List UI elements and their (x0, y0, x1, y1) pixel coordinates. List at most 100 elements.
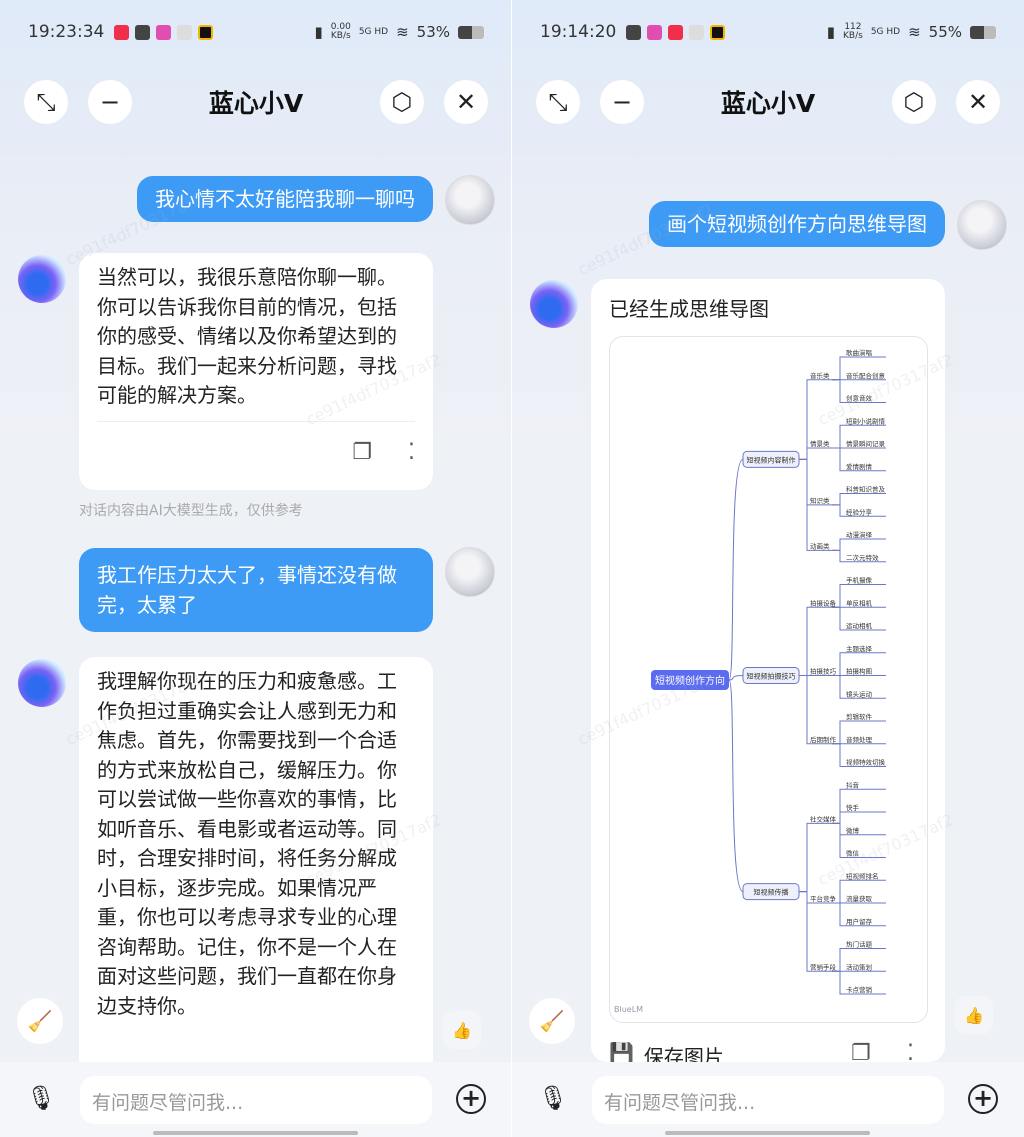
bot-heading: 已经生成思维导图 (609, 297, 769, 321)
close-button[interactable]: ✕ (956, 80, 1000, 124)
user-avatar[interactable] (445, 175, 495, 225)
user-avatar[interactable] (445, 547, 495, 597)
mindmap-leaf-label: 主题选择 (846, 644, 873, 653)
app-notification-icon (156, 24, 172, 40)
close-button[interactable]: ✕ (444, 80, 488, 124)
mindmap-connector (832, 743, 886, 767)
app-notification-icon (710, 24, 726, 40)
app-notification-icon (647, 24, 663, 40)
net-speed-value: 112 (844, 22, 862, 32)
mindmap-leaf-label: 热门话题 (846, 940, 873, 949)
shrink-button[interactable]: ⤡ (24, 80, 68, 124)
net-speed-unit: KB/s (843, 31, 863, 41)
user-message: 我心情不太好能陪我聊一聊吗 (137, 176, 433, 222)
mindmap-leaf-label: 流量获取 (846, 894, 873, 903)
net-speed-unit: KB/s (330, 31, 351, 41)
chat-input[interactable]: 有问题尽管问我... (592, 1076, 944, 1124)
mindmap-connector (832, 811, 886, 824)
mindmap-leaf-label: 爱情剧情 (846, 462, 873, 471)
mindmap-leaf-label: 音乐配合创意 (846, 371, 886, 380)
copy-icon[interactable]: ❐ (352, 439, 372, 465)
net-speed-value: 0.00 (330, 22, 351, 32)
microphone-icon[interactable]: 🎙 (538, 1084, 569, 1112)
add-button[interactable]: + (456, 1084, 486, 1114)
mindmap-category-label: 拍摄技巧 (810, 667, 837, 676)
mindmap-connector (832, 902, 886, 927)
app-notification-icon (114, 24, 130, 40)
settings-button[interactable]: ⬡ (380, 80, 424, 124)
message-actions: ❐ ⁚ (97, 420, 415, 483)
battery-icon (458, 25, 484, 39)
mindmap-leaf-label: 手机摄像 (846, 576, 873, 585)
mindmap-leaf-label: 单反相机 (846, 598, 873, 607)
bot-message: 当然可以，我很乐意陪你聊一聊。你可以告诉我你目前的情况，包括你的感受、情绪以及你… (97, 265, 397, 407)
save-image-button[interactable]: 💾保存图片 (609, 1041, 724, 1062)
more-icon[interactable]: ⁚ (408, 439, 415, 465)
mindmap-category-label: 营销手段 (810, 962, 837, 971)
microphone-icon[interactable]: 🎙 (26, 1084, 57, 1112)
mindmap-category-label: 知识类 (810, 496, 830, 505)
mindmap-leaf-label: 微信 (846, 849, 860, 858)
user-avatar[interactable] (957, 200, 1007, 250)
vibrate-icon: ▮ (826, 23, 835, 41)
mindmap-category-label: 拍摄设备 (810, 598, 837, 607)
like-button[interactable]: 👍 (443, 1011, 481, 1049)
bot-avatar (530, 280, 578, 328)
app-notification-icon (626, 24, 642, 40)
mindmap-leaf-label: 运动相机 (846, 621, 873, 630)
battery-percent: 53% (416, 23, 450, 41)
vibrate-icon: ▮ (314, 23, 323, 41)
mindmap: 短视频内容制作音乐类歌曲演唱音乐配合创意创意音效情景类短剧小说剧情情景瞬间记录爱… (651, 348, 886, 995)
mindmap-category-label: 音乐类 (810, 371, 830, 380)
mindmap-category-label: 社交媒体 (810, 814, 837, 823)
chat-input[interactable]: 有问题尽管问我... (80, 1076, 432, 1124)
like-button[interactable]: 👍 (955, 996, 993, 1034)
clear-chat-button[interactable]: 🧹 (529, 998, 575, 1044)
mindmap-connector (832, 970, 886, 995)
bot-message-card: 当然可以，我很乐意陪你聊一聊。你可以告诉我你目前的情况，包括你的感受、情绪以及你… (79, 253, 433, 490)
clear-chat-button[interactable]: 🧹 (17, 998, 63, 1044)
bot-message: 我理解你现在的压力和疲惫感。工作负担过重确实会让人感到无力和焦虑。首先，你需要找… (97, 669, 397, 1018)
mindmap-leaf-label: 动漫演绎 (846, 530, 873, 539)
mindmap-connector (728, 458, 744, 681)
bot-avatar (18, 255, 66, 303)
top-bar: ⤡ − 蓝心小V ⬡ ✕ (536, 80, 1000, 124)
mindmap-image[interactable]: 短视频内容制作音乐类歌曲演唱音乐配合创意创意音效情景类短剧小说剧情情景瞬间记录爱… (609, 336, 928, 1023)
mindmap-root-node (651, 670, 729, 690)
shrink-button[interactable]: ⤡ (536, 80, 580, 124)
save-icon: 💾 (609, 1041, 634, 1062)
mindmap-connector (832, 538, 886, 551)
mindmap-leaf-label: 短剧小说剧情 (846, 416, 886, 425)
mindmap-leaf-label: 卡点营销 (846, 985, 873, 994)
mindmap-category-label: 平台竞争 (810, 894, 837, 903)
mindmap-leaf-label: 活动策划 (846, 962, 872, 971)
home-indicator[interactable] (153, 1131, 358, 1135)
mindmap-connector (799, 675, 836, 745)
more-icon[interactable]: ⁚ (907, 1041, 914, 1062)
app-notification-icon (177, 24, 193, 40)
mindmap-leaf-label: 音频处理 (846, 735, 873, 744)
bot-message-card: 已经生成思维导图 短视频内容制作音乐类歌曲演唱音乐配合创意创意音效情景类短剧小说… (591, 279, 945, 1062)
page-title: 蓝心小V (208, 89, 304, 118)
mindmap-category-label: 情景类 (810, 439, 830, 448)
mindmap-connector (799, 822, 836, 893)
mindmap-branch-label: 短视频内容制作 (747, 455, 796, 464)
minimize-button[interactable]: − (600, 80, 644, 124)
top-bar: ⤡ − 蓝心小V ⬡ ✕ (24, 80, 488, 124)
add-button[interactable]: + (968, 1084, 998, 1114)
user-message: 画个短视频创作方向思维导图 (649, 201, 945, 247)
mindmap-branch-label: 短视频拍摄技巧 (747, 672, 796, 681)
copy-icon[interactable]: ❐ (851, 1041, 871, 1062)
mindmap-leaf-label: 快手 (846, 803, 860, 812)
app-notification-icon (135, 24, 151, 40)
settings-button[interactable]: ⬡ (892, 80, 936, 124)
wifi-icon: ≋ (396, 23, 409, 41)
minimize-button[interactable]: − (88, 80, 132, 124)
home-indicator[interactable] (665, 1131, 870, 1135)
mindmap-leaf-label: 科普知识普及 (846, 485, 886, 494)
